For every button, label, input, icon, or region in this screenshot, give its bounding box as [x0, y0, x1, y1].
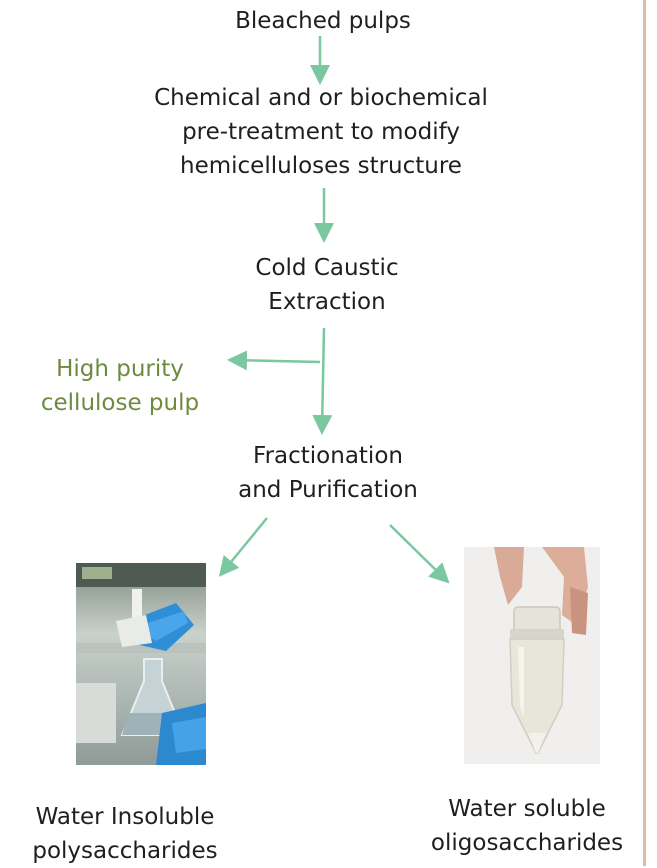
insoluble-photo	[76, 563, 206, 765]
arrow-fractionation-to-insoluble	[222, 518, 267, 573]
node-high-purity-cellulose: High purity cellulose pulp	[15, 352, 225, 420]
node-cold-caustic-extraction: Cold Caustic Extraction	[227, 251, 427, 319]
arrow-cce-to-fractionation	[322, 328, 324, 430]
node-pretreatment: Chemical and or biochemical pre-treatmen…	[121, 81, 521, 183]
node-water-insoluble-polysaccharides: Water Insoluble polysaccharides	[10, 800, 240, 868]
arrow-cce-to-cellulose	[232, 360, 320, 362]
node-water-soluble-oligosaccharides: Water soluble oligosaccharides	[412, 792, 642, 860]
arrow-fractionation-to-soluble	[390, 525, 446, 580]
soluble-photo	[464, 547, 600, 764]
node-bleached-pulps: Bleached pulps	[203, 4, 443, 38]
node-fractionation-purification: Fractionation and Purification	[203, 439, 453, 507]
